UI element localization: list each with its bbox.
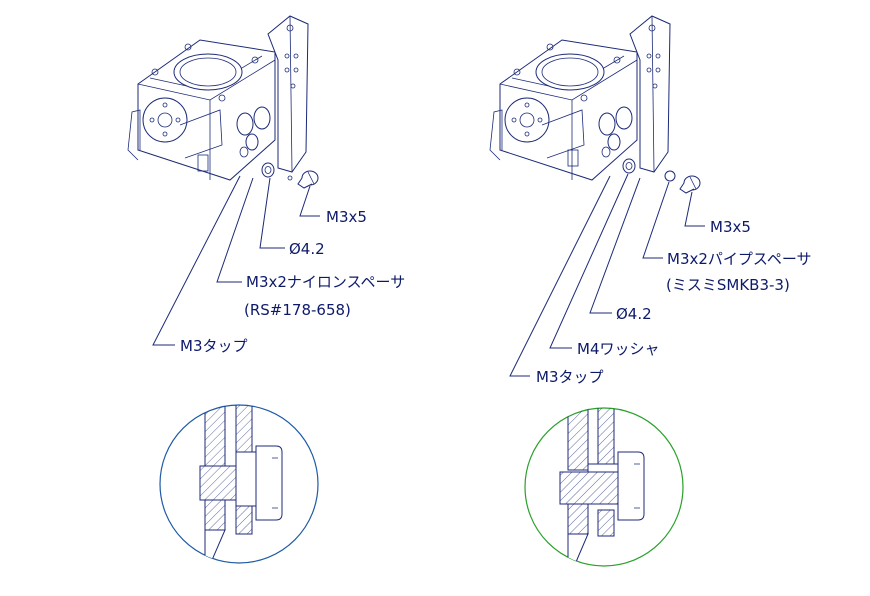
right-detail-section <box>524 407 684 567</box>
right-spacer-label: M3x2パイプスペーサ <box>667 250 812 268</box>
right-tap-label: M3タップ <box>536 368 604 386</box>
left-servo-bracket <box>127 15 319 189</box>
right-washer-label: M4ワッシャ <box>577 340 660 358</box>
left-spacer-label: M3x2ナイロンスペーサ <box>246 273 405 291</box>
right-servo-bracket <box>489 15 701 194</box>
left-tap-label: M3タップ <box>180 337 248 355</box>
left-leader-lines <box>152 175 320 346</box>
right-spacer-part-label: (ミスミSMKB3-3) <box>666 276 790 294</box>
left-screw-label: M3x5 <box>326 208 367 226</box>
right-hole-label: Ø4.2 <box>616 305 652 323</box>
left-spacer-part-label: (RS#178-658) <box>244 301 351 319</box>
right-leader-lines <box>509 173 705 377</box>
left-hole-label: Ø4.2 <box>289 240 325 258</box>
right-screw-label: M3x5 <box>710 218 751 236</box>
left-detail-section <box>159 404 319 564</box>
